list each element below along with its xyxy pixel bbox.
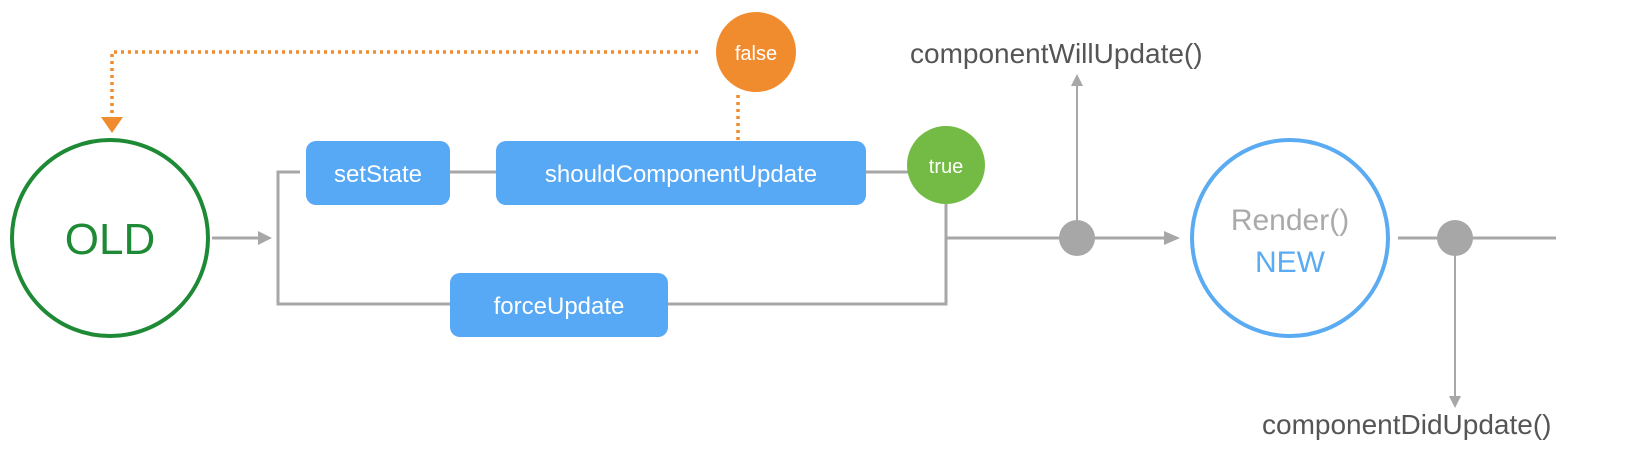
junction-to-render-arrowhead xyxy=(1164,231,1180,245)
component-will-update-label: componentWillUpdate() xyxy=(910,38,1203,69)
render-new-label: NEW xyxy=(1255,246,1326,279)
connectors xyxy=(212,74,1556,408)
true-label: true xyxy=(929,156,963,178)
set-state-node: setState xyxy=(306,141,450,205)
old-circle xyxy=(10,138,210,338)
false-feedback-path xyxy=(101,50,740,140)
false-return-line xyxy=(110,50,698,117)
render-circle xyxy=(1190,138,1390,338)
did-update-junction-dot xyxy=(1437,220,1473,256)
will-update-arrowhead xyxy=(1071,74,1083,86)
render-label: Render() xyxy=(1231,204,1349,237)
component-did-update-label: componentDidUpdate() xyxy=(1262,409,1552,440)
did-update-arrowhead xyxy=(1449,396,1461,408)
will-update-junction-dot xyxy=(1059,220,1095,256)
force-update-label: forceUpdate xyxy=(494,293,625,320)
true-to-junction-line xyxy=(944,204,1060,240)
old-label: OLD xyxy=(65,215,155,264)
forceupdate-to-merge-line xyxy=(668,204,948,306)
force-update-box xyxy=(450,273,668,337)
branch-bracket-left xyxy=(276,170,450,306)
true-node: true xyxy=(907,126,985,204)
false-label: false xyxy=(735,43,777,65)
should-component-update-label: shouldComponentUpdate xyxy=(545,161,817,188)
false-circle xyxy=(716,12,796,92)
force-update-node: forceUpdate xyxy=(450,273,668,337)
false-node: false xyxy=(716,12,796,92)
old-node: OLD xyxy=(10,138,210,338)
should-component-update-node: shouldComponentUpdate xyxy=(496,141,866,205)
true-circle xyxy=(907,126,985,204)
old-to-branch-arrowhead xyxy=(258,231,272,245)
render-node: Render() NEW xyxy=(1190,138,1390,338)
set-state-label: setState xyxy=(334,161,422,188)
false-return-arrowhead xyxy=(101,117,123,133)
should-component-update-box xyxy=(496,141,866,205)
set-state-box xyxy=(306,141,450,205)
